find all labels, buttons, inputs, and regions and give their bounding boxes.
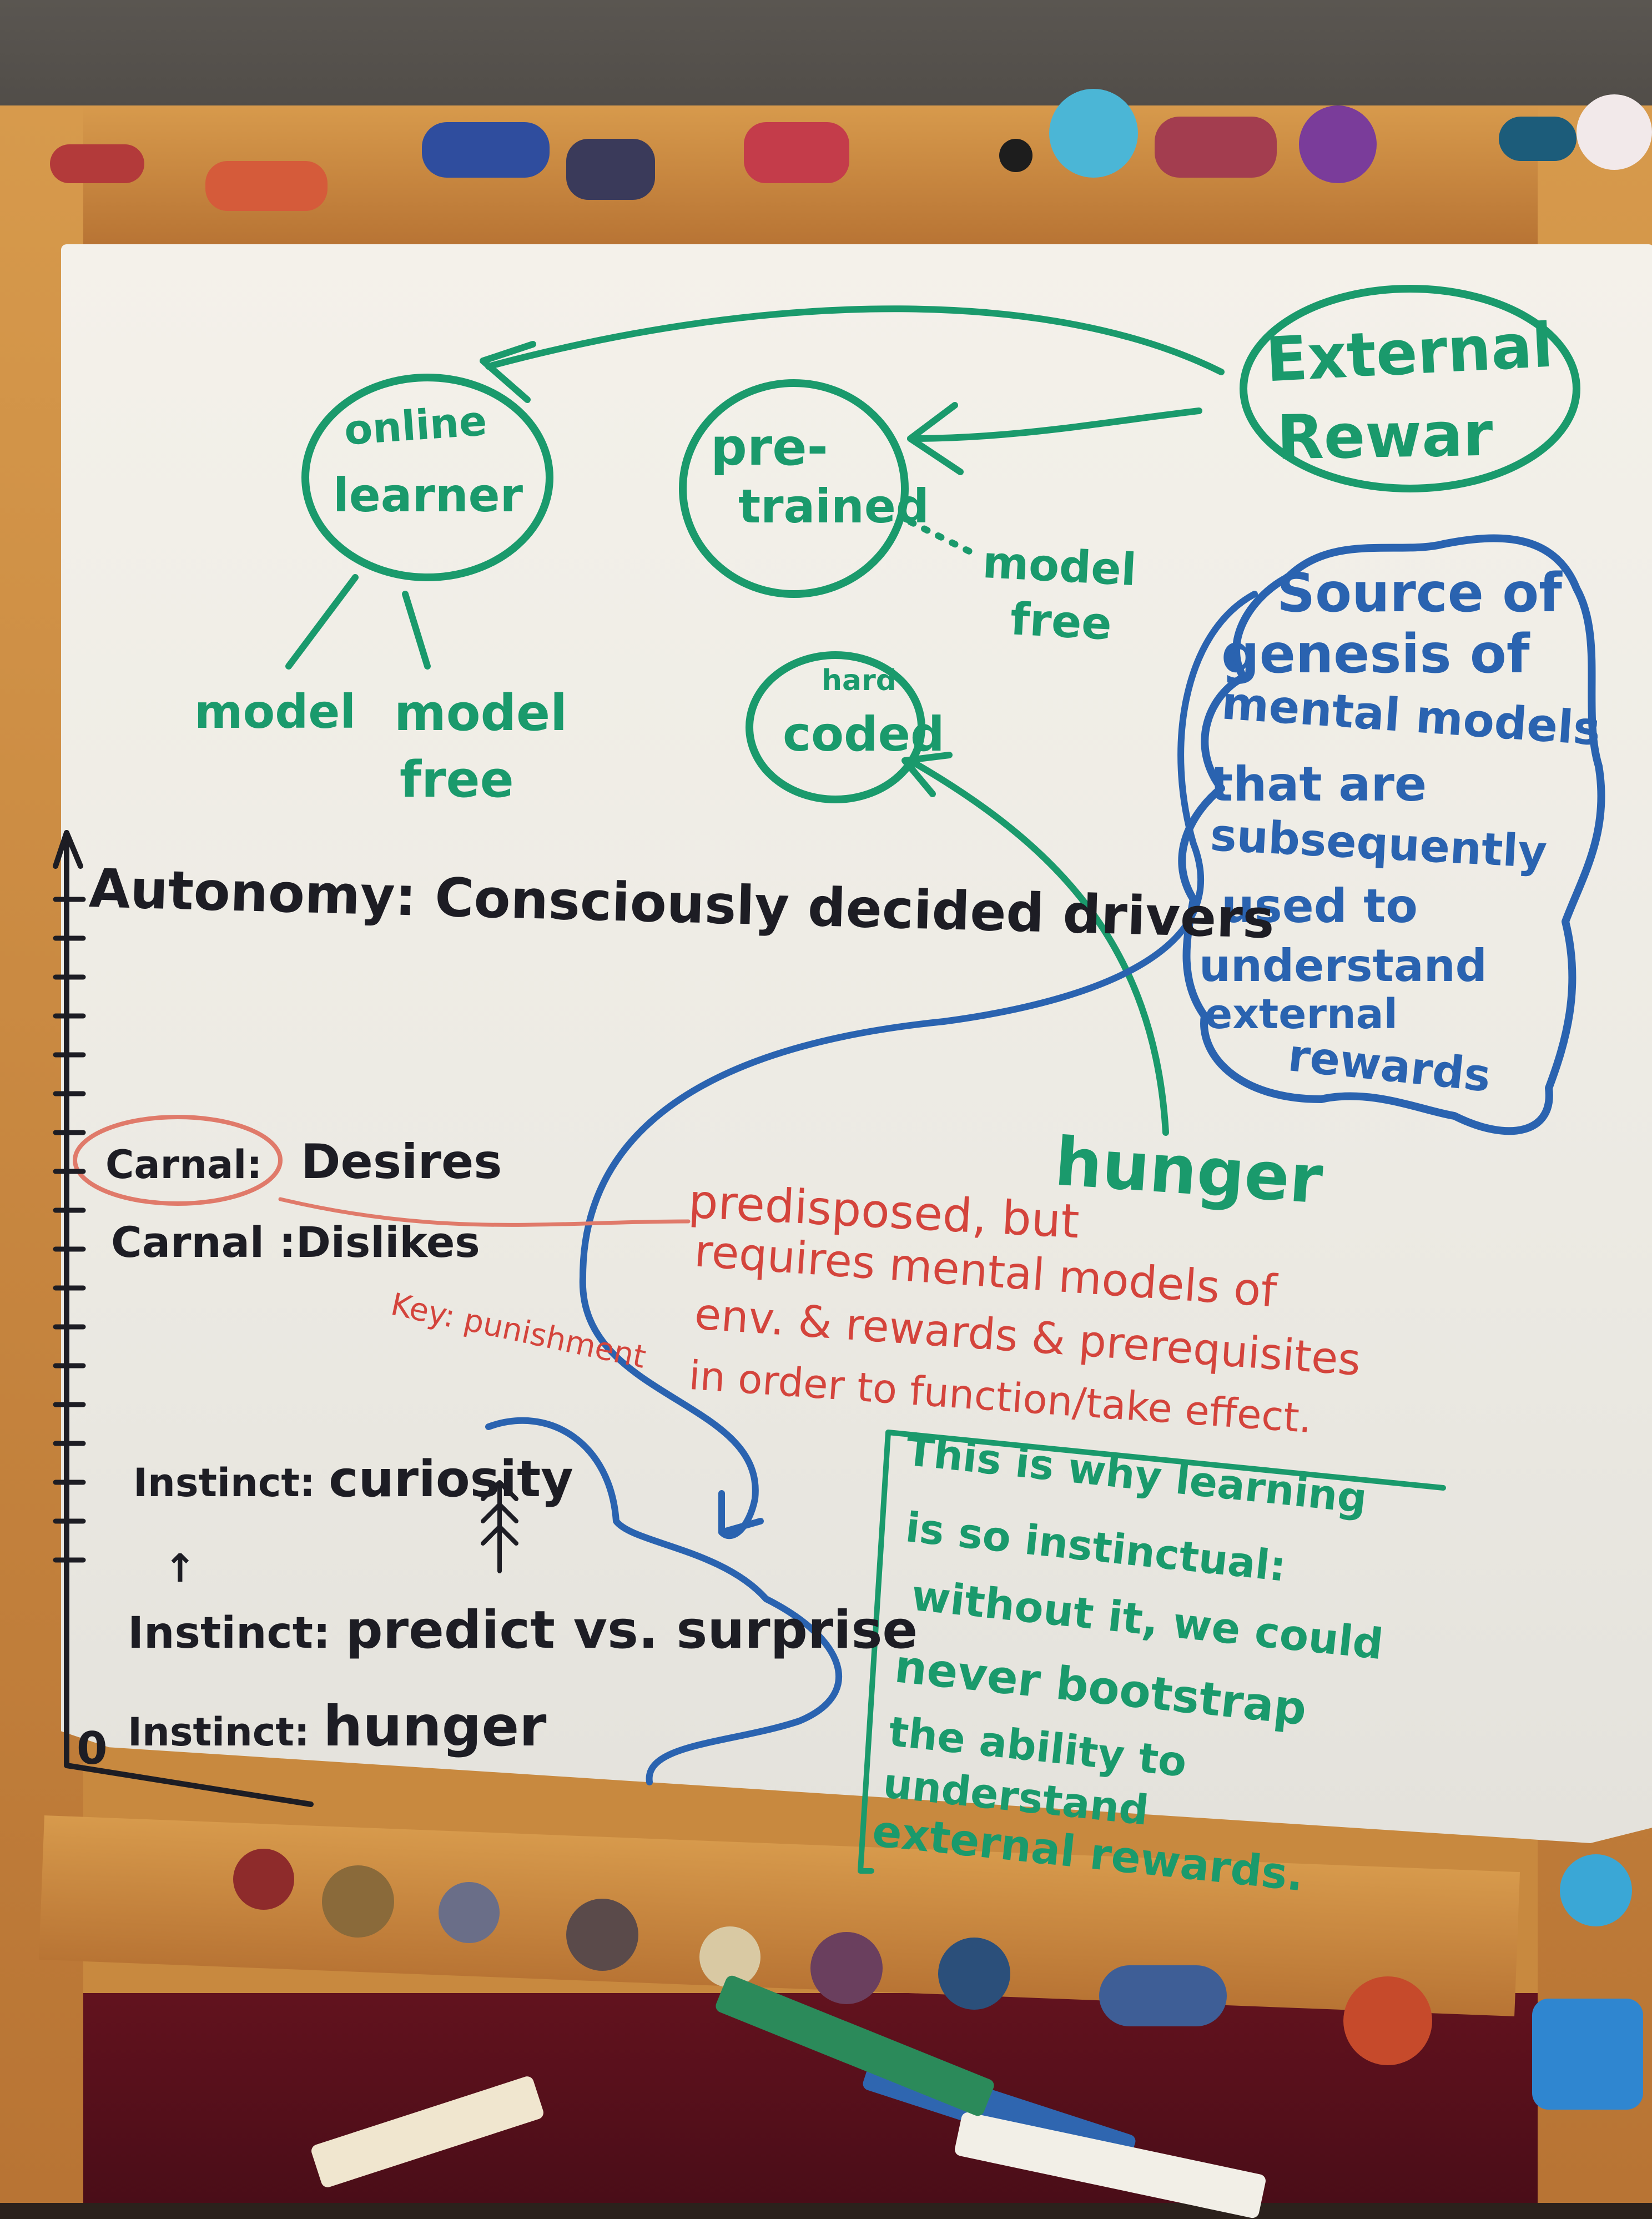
rocket-sticker-icon [1499, 117, 1577, 161]
scale-level-instinct-predict: Instinct: predict vs. surprise [128, 1604, 918, 1657]
arrow-head [907, 402, 964, 475]
online-learner-label-line1: online [343, 397, 488, 455]
scale-sep: : [246, 1142, 263, 1188]
source-note-line: external [1205, 990, 1398, 1038]
scale-level-instinct-curiosity: Instinct: curiosity [133, 1455, 573, 1505]
scale-value: Desires [301, 1134, 502, 1190]
stacked-up-arrows [481, 1480, 518, 1573]
scale-level-carnal-desires: Carnal: Desires [105, 1138, 502, 1186]
hard-coded-circle [746, 651, 925, 803]
arrow-head [480, 341, 536, 403]
rocket-sticker-icon [1155, 117, 1277, 178]
scale-value: predict vs. surprise [345, 1600, 918, 1661]
scale-level-carnal-dislikes: Carnal :Dislikes [111, 1221, 480, 1264]
planet-sticker-icon [439, 1882, 500, 1943]
scale-sep: : [394, 865, 417, 928]
model-free-left-line2: free [400, 751, 514, 809]
blue-connector-line [579, 591, 1258, 1539]
branch-to-model [285, 574, 359, 670]
model-free-right-line2: free [1009, 593, 1114, 650]
scale-origin: 0 [77, 1723, 108, 1774]
source-note-line: genesis of [1221, 623, 1530, 685]
source-note-line: used to [1221, 879, 1418, 933]
branch-to-model-free [402, 591, 431, 670]
red-link-line [278, 1197, 691, 1227]
scale-sep: : [313, 1608, 331, 1658]
external-reward-circle [1240, 285, 1580, 492]
source-note-line: that are [1210, 757, 1427, 812]
blue-bracket [485, 1417, 843, 1785]
scale-key: Autonomy [88, 857, 396, 928]
planet-sticker-icon [233, 1849, 294, 1910]
scale-ticks [53, 897, 86, 1563]
dotted-link [907, 519, 980, 558]
scale-sep: : [294, 1709, 310, 1755]
hard-coded-line2: coded [783, 707, 945, 762]
source-note-line: Source of [1277, 562, 1562, 624]
scale-key: Instinct [128, 1608, 314, 1658]
planet-sticker-icon [810, 1932, 883, 2004]
arrow-to-online-learner [485, 305, 1225, 375]
hard-coded-line1: hard [822, 664, 896, 697]
rocket-sticker-icon [566, 139, 655, 200]
scale-key: Instinct [133, 1460, 300, 1506]
source-note-line: understand [1199, 940, 1487, 992]
carnal-circle [73, 1115, 283, 1206]
scale-key: Carnal [111, 1217, 264, 1267]
arrow-hunger-to-hard-coded [907, 757, 1169, 1136]
rocket-sticker-icon [422, 122, 550, 178]
model-label: model [194, 685, 356, 739]
spca-sticker-icon [1532, 1999, 1643, 2110]
arrow-head [718, 1490, 764, 1536]
arrow-head [901, 752, 953, 797]
small-up-arrow-icon: ↑ [164, 1546, 197, 1591]
pre-trained-label-line1: pre- [711, 417, 828, 477]
external-reward-label-line2: Rewar [1276, 398, 1494, 474]
source-note-cloud [1178, 534, 1605, 1135]
scale-axis [64, 830, 314, 1807]
rocket-sticker-icon [50, 144, 144, 183]
external-reward-label-line1: External [1264, 309, 1555, 396]
smiley-sticker-icon [1577, 94, 1652, 170]
rocket-sticker-icon [744, 122, 849, 183]
scale-axis-arrow [53, 830, 83, 869]
cartoon-face-sticker-icon [1049, 89, 1138, 178]
scale-value: hunger [323, 1694, 547, 1759]
pre-trained-label-line2: trained [738, 479, 929, 534]
planet-sticker-icon [566, 1899, 638, 1971]
hunger-green-label: hunger [1052, 1123, 1326, 1219]
scale-key: Carnal [105, 1142, 247, 1188]
star-sticker-icon [999, 139, 1032, 172]
model-free-right-line1: model [981, 536, 1138, 596]
online-learner-label-line2: learner [333, 468, 523, 522]
scale-value: Dislikes [295, 1217, 480, 1267]
online-learner-circle [301, 374, 553, 581]
scale-sep: : [299, 1460, 315, 1506]
planet-sticker-icon [938, 1938, 1010, 2010]
scale-level-instinct-hunger: Instinct: hunger [128, 1699, 546, 1754]
rocket-sticker-icon [205, 161, 328, 211]
planet-sticker-icon [322, 1865, 394, 1938]
scale-sep: : [264, 1217, 296, 1267]
green-box-outline [858, 1430, 1446, 1874]
whiteboard [61, 244, 1652, 1843]
sun-sticker-icon [1343, 1976, 1432, 2065]
badge-sticker-icon [1299, 105, 1377, 183]
face-sticker-icon [1560, 1854, 1632, 1926]
saturn-sticker-icon [1099, 1965, 1227, 2026]
scale-value: curiosity [329, 1450, 573, 1508]
arrow-to-pre-trained [907, 407, 1202, 442]
pre-trained-circle [679, 379, 909, 598]
model-free-left-line1: model [394, 684, 567, 742]
scale-key: Instinct [128, 1709, 294, 1755]
